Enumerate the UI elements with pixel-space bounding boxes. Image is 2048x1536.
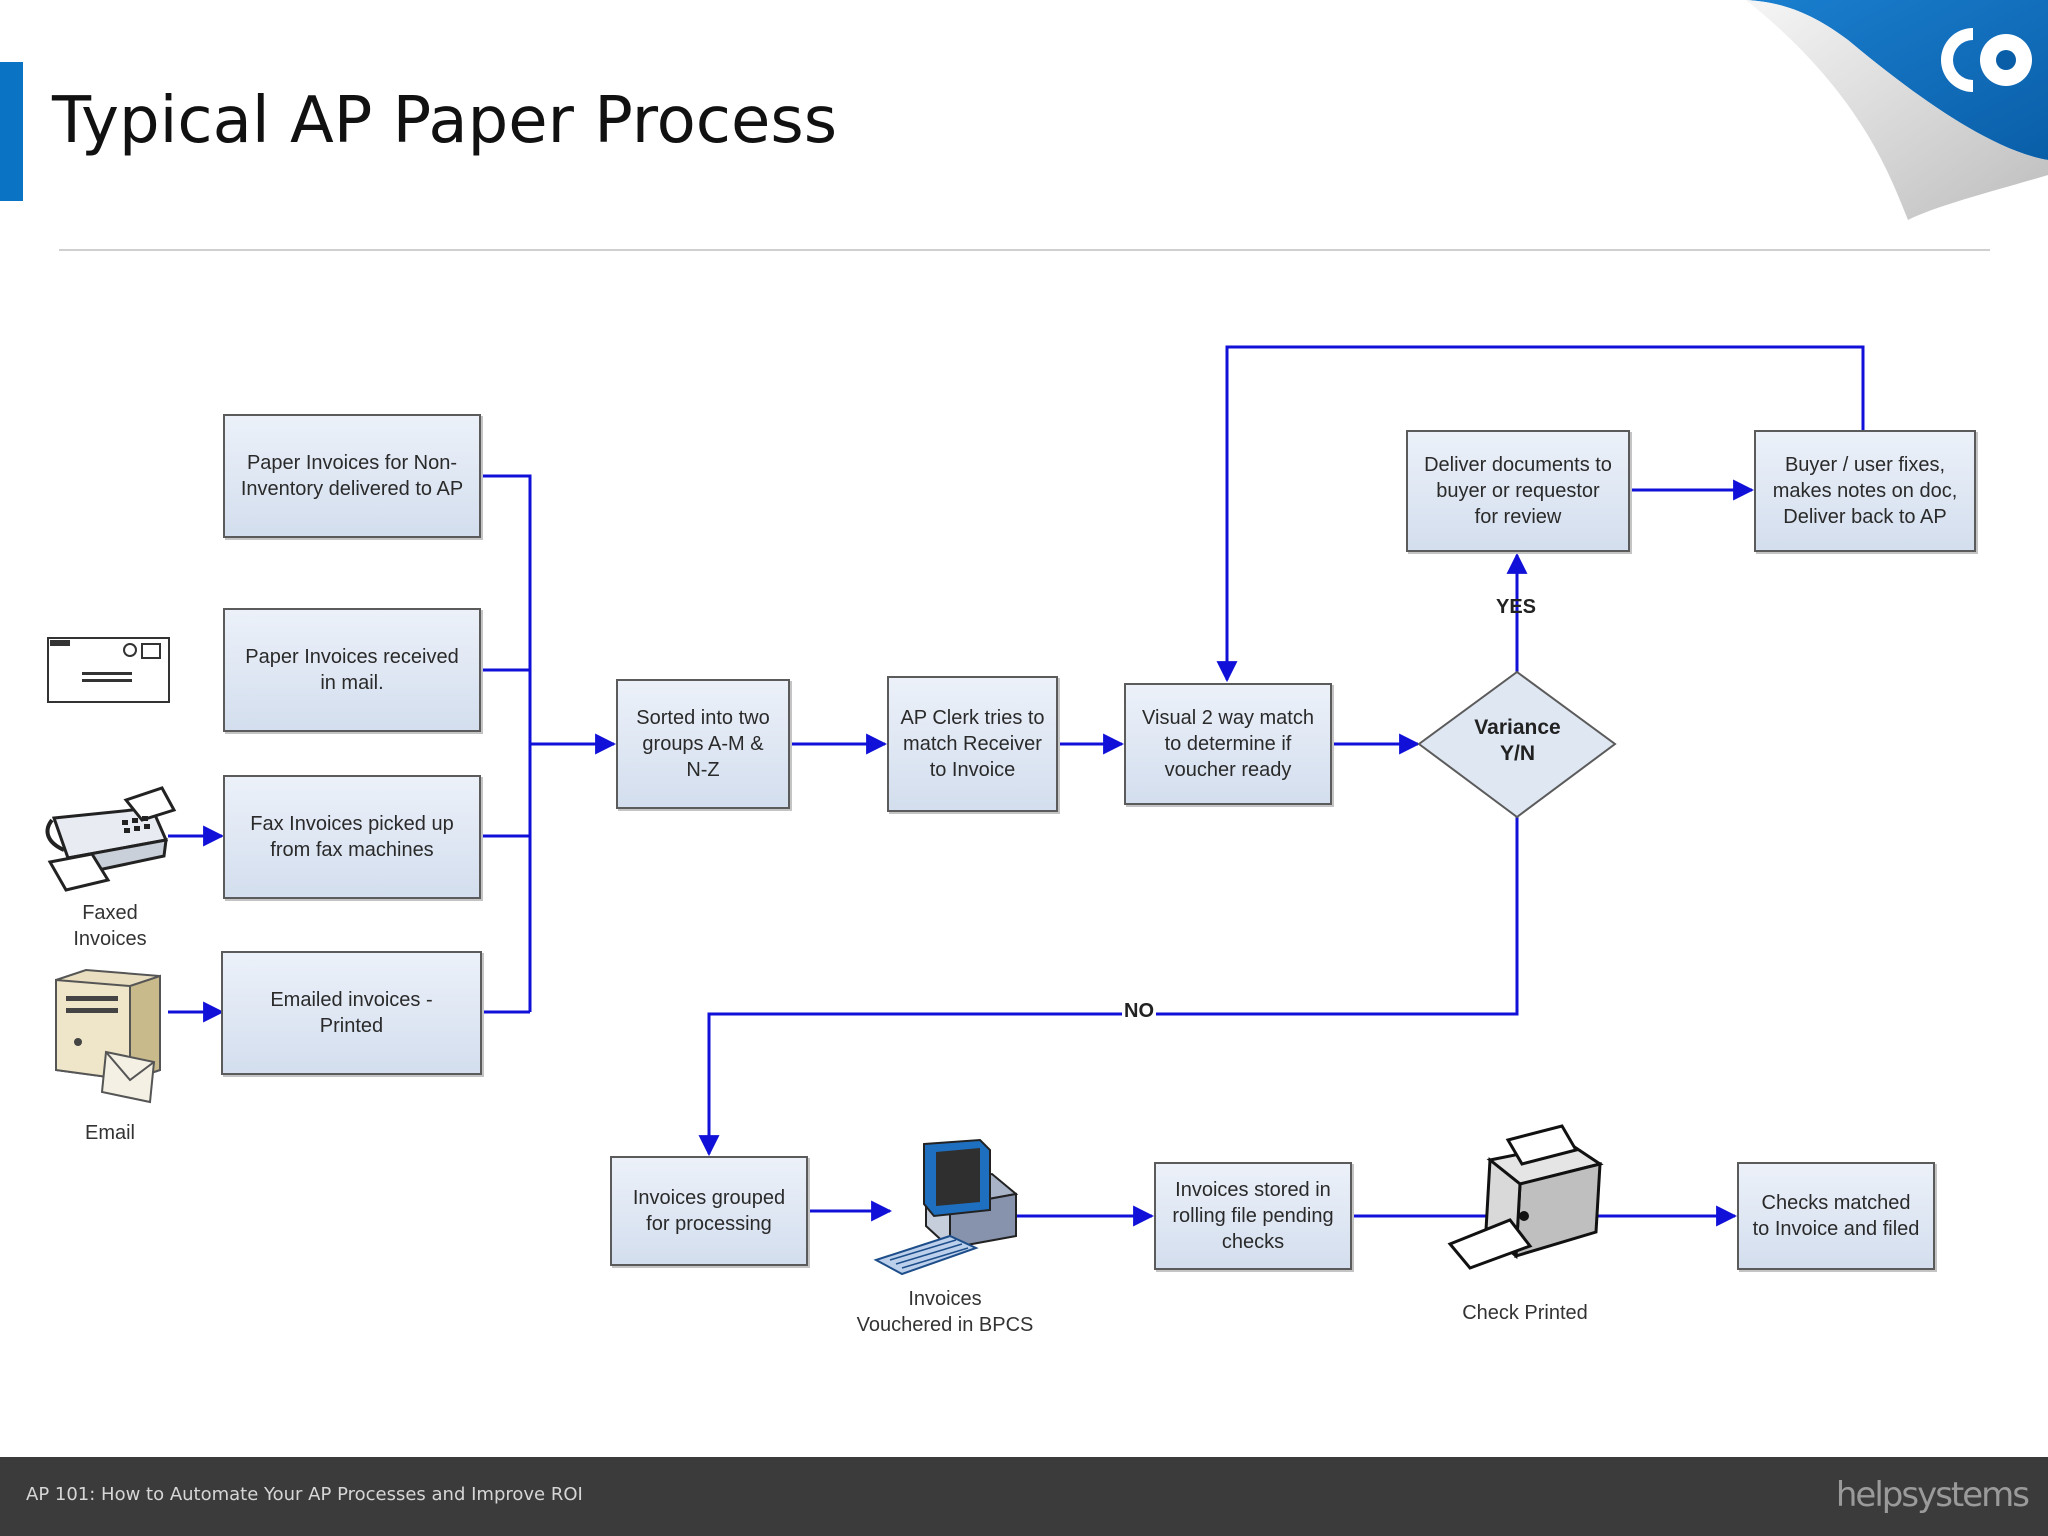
- email-server-icon: [55, 968, 161, 1104]
- box-grouped: Invoices grouped for processing: [610, 1156, 808, 1266]
- box-visual-match: Visual 2 way match to determine if vouch…: [1124, 683, 1332, 805]
- loop-back: [1216, 345, 1865, 683]
- footer-logo: helpsystems: [1835, 1475, 2030, 1515]
- box-emailed-invoices: Emailed invoices - Printed: [221, 951, 482, 1075]
- connector-non-inventory: [480, 474, 532, 1012]
- title-accent-bar: [0, 62, 23, 201]
- label-email: Email: [84, 1122, 135, 1144]
- label-yes: YES: [1496, 596, 1537, 618]
- footer-bar: AP 101: How to Automate Your AP Processe…: [0, 1457, 2048, 1536]
- decision-label: Variance Y/N: [1474, 716, 1561, 765]
- page-curl-logo-icon: [1746, 0, 2048, 220]
- box-stored: Invoices stored in rolling file pending …: [1154, 1162, 1352, 1270]
- computer-icon: [873, 1138, 1019, 1276]
- label-vouchered: Invoices Vouchered in BPCS: [856, 1288, 1034, 1336]
- label-no: NO: [1122, 1000, 1156, 1023]
- printer-icon: [1447, 1124, 1604, 1270]
- envelope-icon: [47, 637, 170, 703]
- box-paper-mail: Paper Invoices received in mail.: [223, 608, 481, 732]
- decision-diamond: [1417, 670, 1617, 819]
- label-check-printed: Check Printed: [1462, 1302, 1588, 1324]
- box-paper-non-inventory: Paper Invoices for Non- Inventory delive…: [223, 414, 481, 538]
- box-deliver-docs: Deliver documents to buyer or requestor …: [1406, 430, 1630, 552]
- footer-text: AP 101: How to Automate Your AP Processe…: [26, 1484, 583, 1505]
- box-fax-invoices: Fax Invoices picked up from fax machines: [223, 775, 481, 899]
- title-divider: [59, 249, 1990, 251]
- box-buyer-fixes: Buyer / user fixes, makes notes on doc, …: [1754, 430, 1976, 552]
- box-sorted: Sorted into two groups A-M & N-Z: [616, 679, 790, 809]
- box-ap-clerk: AP Clerk tries to match Receiver to Invo…: [887, 676, 1058, 812]
- box-checks-matched: Checks matched to Invoice and filed: [1737, 1162, 1935, 1270]
- page-title: Typical AP Paper Process: [52, 84, 838, 158]
- arrow-no: [698, 817, 1519, 1157]
- fax-machine-icon: [45, 786, 177, 892]
- label-faxed-invoices: Faxed Invoices: [73, 902, 147, 950]
